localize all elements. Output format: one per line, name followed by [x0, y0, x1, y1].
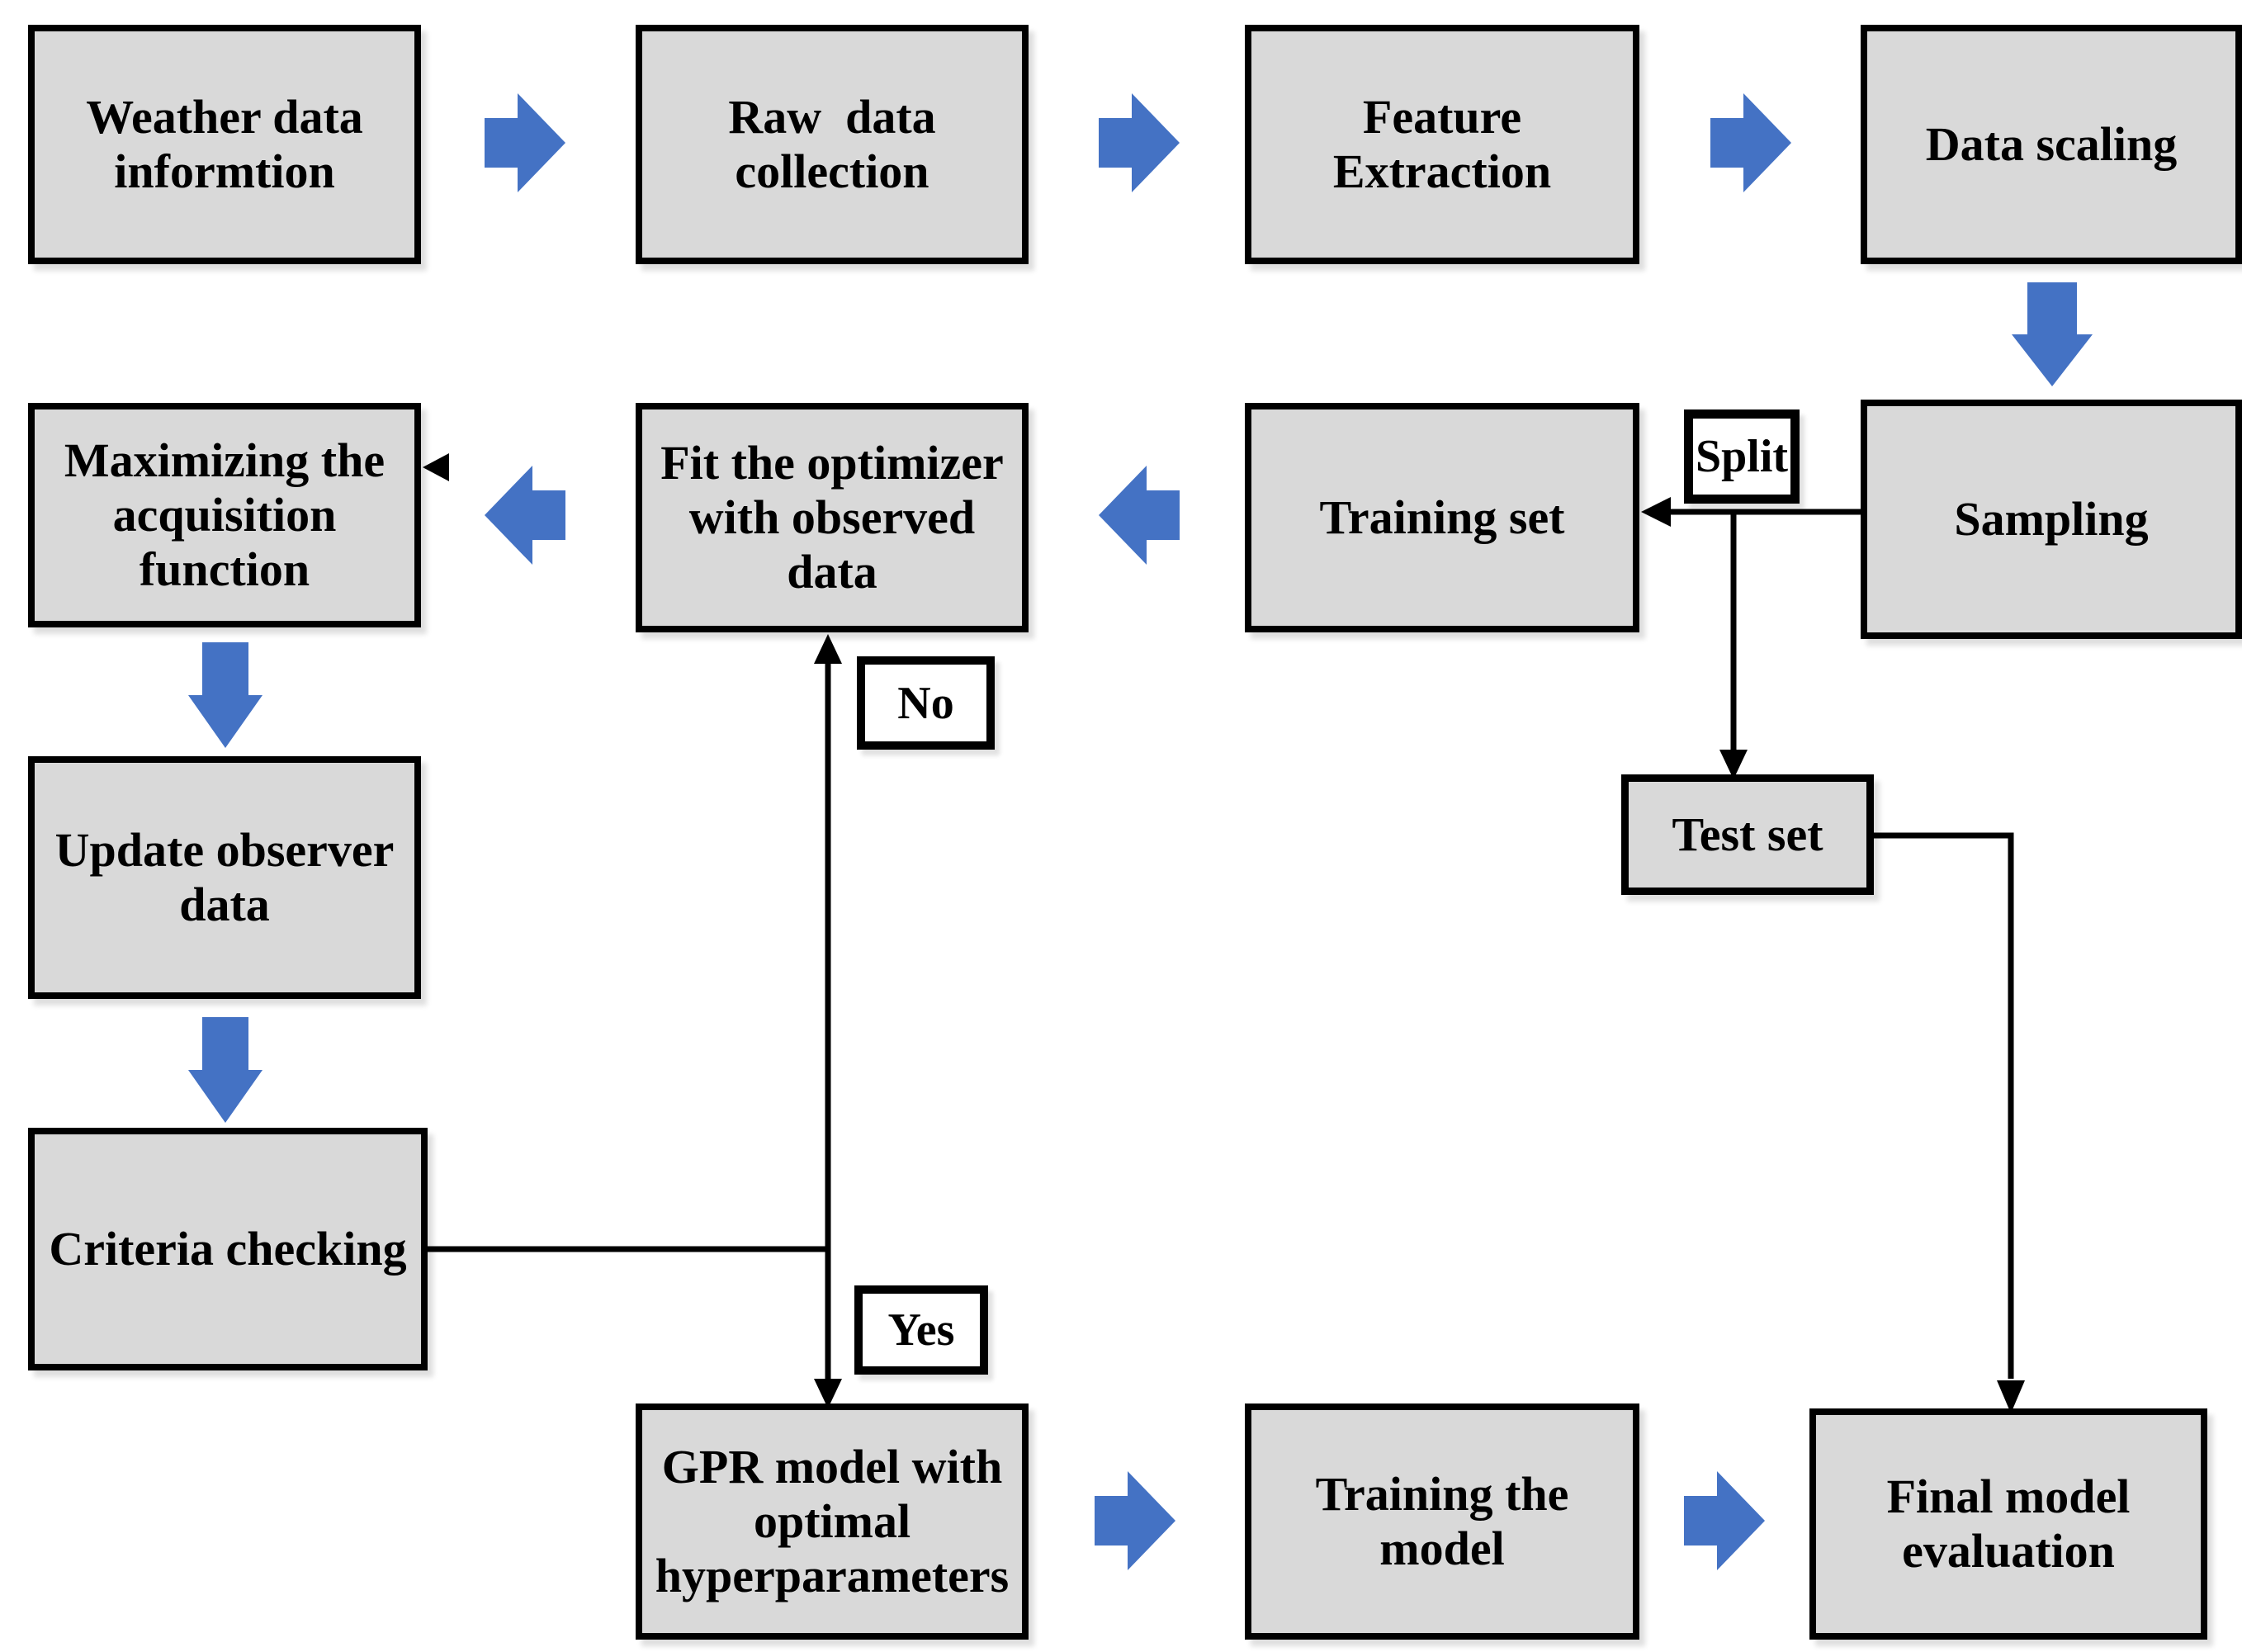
node-final-model-evaluation: Final model evaluation: [1809, 1408, 2207, 1640]
arrow-left-fit-to-maximizing: [485, 466, 565, 565]
node-sampling: Sampling: [1861, 400, 2242, 639]
arrow-down-update-to-criteria: [188, 1017, 263, 1123]
arrow-right-feature-to-scaling: [1710, 93, 1791, 192]
arrow-down-scaling-to-sampling: [2012, 282, 2093, 386]
node-update-observer-data: Update observer data: [28, 756, 421, 999]
edge-label-split: Split: [1684, 409, 1800, 504]
node-gpr-model-optimal-hyperparameters: GPR model with optimal hyperparameters: [636, 1403, 1029, 1640]
arrow-down-maximizing-to-update: [188, 642, 263, 748]
node-fit-optimizer-observed-data: Fit the optimizer with observed data: [636, 403, 1029, 632]
node-criteria-checking: Criteria checking: [28, 1128, 428, 1370]
edge-label-yes: Yes: [854, 1285, 988, 1375]
arrow-right-gpr-to-training: [1095, 1471, 1175, 1570]
node-maximizing-acquisition-function: Maximizing the acquisition function: [28, 403, 421, 627]
node-training-set: Training set: [1245, 403, 1639, 632]
node-raw-data-collection: Raw data collection: [636, 25, 1029, 264]
arrow-right-raw-to-feature: [1099, 93, 1180, 192]
node-training-the-model: Training the model: [1245, 1403, 1639, 1640]
node-test-set: Test set: [1621, 774, 1874, 895]
arrow-left-training-to-fit: [1099, 466, 1180, 565]
arrow-right-training-to-final: [1684, 1471, 1765, 1570]
edge-label-no: No: [857, 656, 995, 750]
blue-artifact-triangle: [423, 453, 449, 481]
node-weather-data-information: Weather data informtion: [28, 25, 421, 264]
arrow-right-weather-to-raw: [485, 93, 565, 192]
node-feature-extraction: Feature Extraction: [1245, 25, 1639, 264]
node-data-scaling: Data scaling: [1861, 25, 2242, 264]
